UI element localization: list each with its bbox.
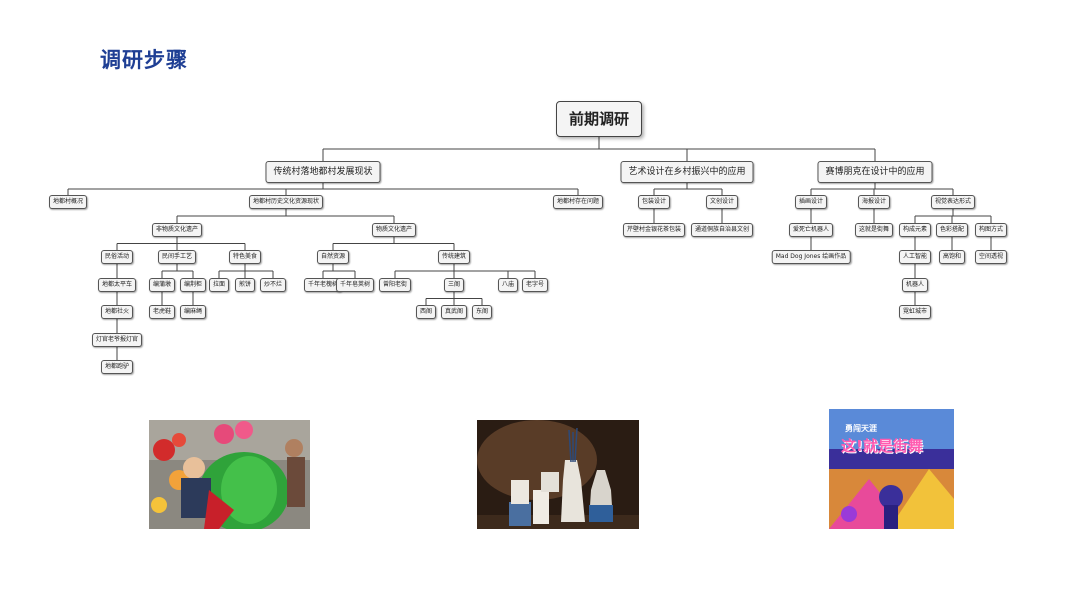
- poster-main-title: 这!就是街舞: [841, 435, 923, 456]
- mindmap-node-n1b1c2: 煎饼: [235, 278, 255, 292]
- mindmap-node-n1b: 地都村历史文化资源现状: [249, 195, 323, 209]
- mindmap-node-n2b1: 通道侗族自治县文创: [691, 223, 753, 237]
- mindmap-node-n1b2: 物质文化遗产: [372, 223, 416, 237]
- mindmap-node-n1b2b2: 三阁: [444, 278, 464, 292]
- mindmap-node-n1b1c1: 拉面: [209, 278, 229, 292]
- mindmap-node-n1b1a1a1: 灯官老爷报灯官: [92, 333, 142, 347]
- mindmap-node-n1b1b: 民间手工艺: [158, 250, 196, 264]
- mindmap-node-n3c2: 色彩搭配: [936, 223, 968, 237]
- mindmap-node-n3c3a: 空间透视: [975, 250, 1007, 264]
- mindmap-node-n2b: 文创设计: [706, 195, 738, 209]
- mindmap-node-n1b2b1: 曾阳老街: [379, 278, 411, 292]
- mindmap-node-n1b2a: 自然资源: [317, 250, 349, 264]
- mindmap-node-n2: 艺术设计在乡村振兴中的应用: [620, 161, 753, 183]
- mindmap-node-n1b2b: 传统建筑: [438, 250, 470, 264]
- folk-parade-photo: [149, 420, 310, 529]
- mindmap-node-n3a: 插画设计: [795, 195, 827, 209]
- mindmap-node-n1b1a1: 地都太平车: [98, 278, 136, 292]
- mindmap-node-root: 前期调研: [556, 101, 642, 137]
- mindmap-node-n3c1a1a: 霓虹城市: [899, 305, 931, 319]
- mindmap-node-n1b1b2a: 编麻绳: [180, 305, 206, 319]
- mindmap-node-n3b1: 这就是街舞: [855, 223, 893, 237]
- mindmap-node-n3c2a: 高饱和: [939, 250, 965, 264]
- mindmap-node-n1b2b3: 八庙: [498, 278, 518, 292]
- mindmap-node-n1b2b2c: 东阁: [472, 305, 492, 319]
- mindmap-node-n1b2a2: 千年皂荚树: [336, 278, 374, 292]
- mindmap-node-n2a1: 芹壁村金银花茶包装: [623, 223, 685, 237]
- mindmap-node-n1b1b1: 编蒲墩: [149, 278, 175, 292]
- mindmap-node-n1a: 地都村概况: [49, 195, 87, 209]
- mindmap-node-n1: 传统村落地都村发展现状: [265, 161, 380, 183]
- mindmap-node-n3b: 海报设计: [858, 195, 890, 209]
- mindmap-node-n3c1: 构成元素: [899, 223, 931, 237]
- mindmap-node-n3a1a: Mad Dog Jones 绘画作品: [772, 250, 851, 264]
- street-dance-poster: 勇闯天涯 这!就是街舞: [829, 409, 954, 529]
- mindmap-node-n1b1c3: 炒不烂: [260, 278, 286, 292]
- mindmap-node-n3c1a1: 机器人: [902, 278, 928, 292]
- tea-packaging-photo: [477, 420, 639, 529]
- mindmap-node-n1b1c: 特色美食: [229, 250, 261, 264]
- mindmap-node-n1b1a: 民俗活动: [101, 250, 133, 264]
- mindmap-node-n1c: 地都村存在问题: [553, 195, 603, 209]
- mindmap-node-n1b2b2a: 西阁: [416, 305, 436, 319]
- mindmap-node-n1b2b4: 老字号: [522, 278, 548, 292]
- mindmap-node-n3a1: 爱死亡机器人: [789, 223, 833, 237]
- mindmap-node-n1b1a1a1a: 地都跑驴: [101, 360, 133, 374]
- mindmap-node-n2a: 包装设计: [638, 195, 670, 209]
- mindmap-node-n1b2b2b: 真武阁: [441, 305, 467, 319]
- poster-small-title: 勇闯天涯: [845, 423, 877, 434]
- mindmap-node-n3c1a: 人工智能: [899, 250, 931, 264]
- mindmap-node-n1b1b2: 编荆柜: [180, 278, 206, 292]
- mindmap-node-n3c: 视觉表达形式: [931, 195, 975, 209]
- mindmap-node-n1b1b1a: 老虎鞋: [149, 305, 175, 319]
- mindmap-node-n1b1: 非物质文化遗产: [152, 223, 202, 237]
- mindmap-node-n3: 赛博朋克在设计中的应用: [817, 161, 932, 183]
- mindmap-node-n3c3: 构图方式: [975, 223, 1007, 237]
- mindmap-node-n1b1a1a: 地都社火: [101, 305, 133, 319]
